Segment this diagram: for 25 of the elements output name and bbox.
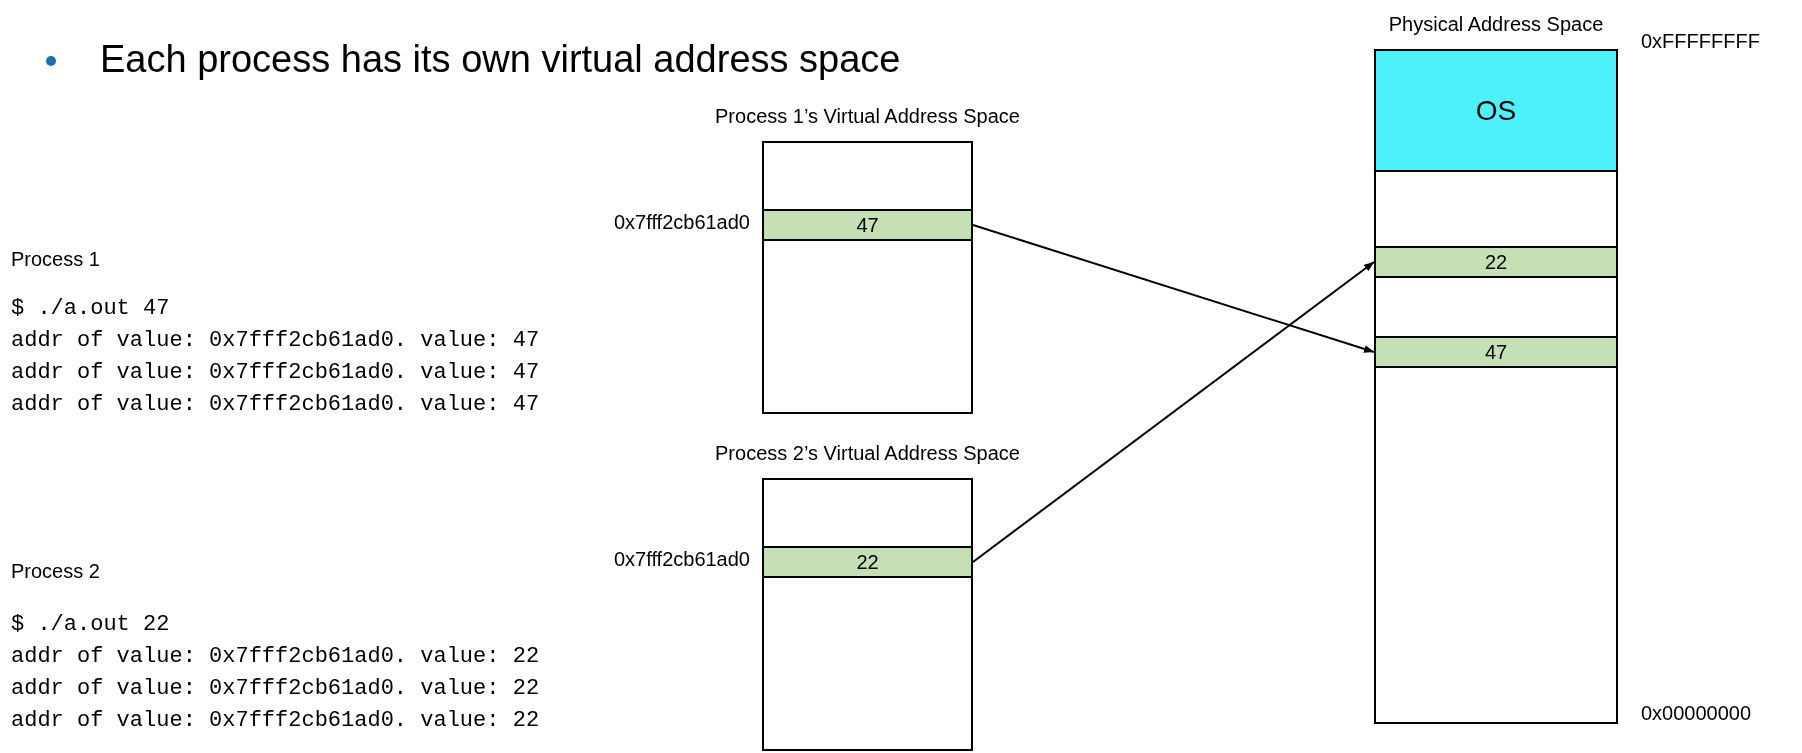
terminal-line: $ ./a.out 22 <box>11 612 170 637</box>
memory-cell: 47 <box>1374 336 1618 368</box>
terminal-line: addr of value: 0x7fff2cb61ad0. value: 22 <box>11 676 540 701</box>
terminal-line: $ ./a.out 47 <box>11 296 170 321</box>
process-label: Process 2 <box>11 560 100 583</box>
arrow <box>972 261 1375 563</box>
memory-cell: 22 <box>1374 246 1618 278</box>
address-label: 0x7fff2cb61ad0 <box>613 548 750 571</box>
address-label: 0x7fff2cb61ad0 <box>613 211 750 234</box>
terminal-line: addr of value: 0x7fff2cb61ad0. value: 22 <box>11 644 540 669</box>
box-heading: Physical Address Space <box>1388 13 1604 36</box>
terminal-line: addr of value: 0x7fff2cb61ad0. value: 47 <box>11 360 540 385</box>
address-label: 0x00000000 <box>1641 702 1752 725</box>
address-label: 0xFFFFFFFF <box>1641 30 1760 53</box>
memory-cell: 22 <box>762 546 973 578</box>
box-heading: Process 1’s Virtual Address Space <box>715 105 1020 128</box>
box-heading: Process 2’s Virtual Address Space <box>715 442 1020 465</box>
arrow <box>972 224 1375 353</box>
os-region: OS <box>1374 49 1618 172</box>
terminal-line: addr of value: 0x7fff2cb61ad0. value: 47 <box>11 392 540 417</box>
terminal-line: addr of value: 0x7fff2cb61ad0. value: 47 <box>11 328 540 353</box>
terminal-line: addr of value: 0x7fff2cb61ad0. value: 22 <box>11 708 540 733</box>
slide-heading: Each process has its own virtual address space <box>100 38 901 81</box>
process-label: Process 1 <box>11 248 100 271</box>
memory-cell: 47 <box>762 209 973 241</box>
